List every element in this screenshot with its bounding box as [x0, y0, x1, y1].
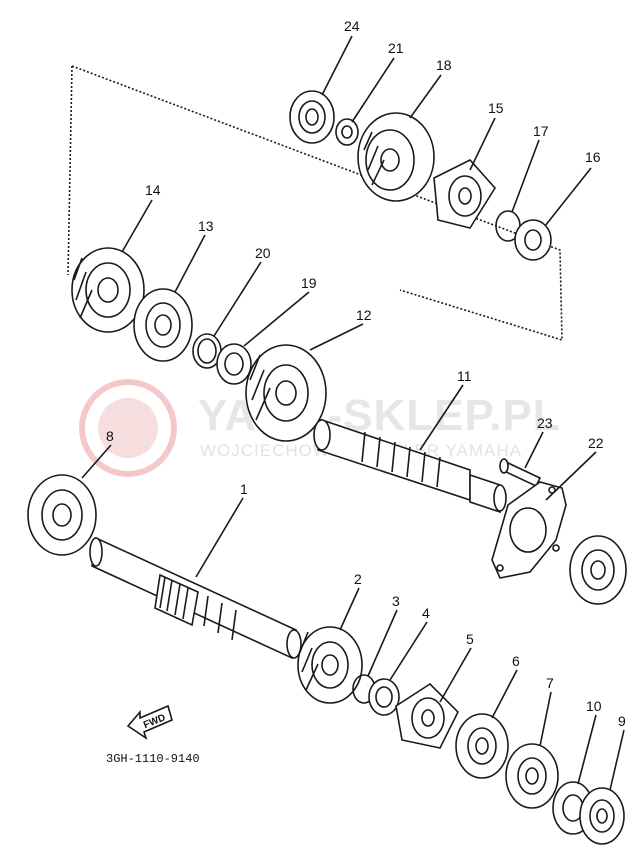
callout-10: 10 [586, 698, 602, 714]
part-code: 3GH-1110-9140 [106, 752, 200, 766]
callout-9: 9 [618, 713, 626, 729]
callout-3: 3 [392, 593, 400, 609]
callout-1: 1 [240, 481, 248, 497]
callout-17: 17 [533, 123, 549, 139]
callout-11: 11 [457, 368, 472, 384]
callout-22: 22 [588, 435, 604, 451]
callout-19: 19 [301, 275, 317, 291]
part-8-bearing [27, 474, 97, 556]
part-24-bearing [289, 90, 335, 144]
part-bearing-right [569, 535, 627, 605]
part-21-washer [335, 118, 359, 146]
part-15-gear [433, 159, 496, 229]
part-7-gear [505, 743, 559, 809]
callout-21: 21 [388, 40, 404, 56]
callout-7: 7 [546, 675, 554, 691]
part-22-plate [491, 481, 567, 579]
callout-14: 14 [145, 182, 161, 198]
part-1-main-shaft [89, 536, 302, 660]
part-13-gear [133, 288, 193, 362]
part-12-gear [245, 344, 327, 442]
callout-labels: 24 21 18 15 17 16 14 13 20 19 12 11 23 2… [106, 18, 626, 729]
callout-16: 16 [585, 149, 601, 165]
callout-24: 24 [344, 18, 360, 34]
callout-8: 8 [106, 428, 114, 444]
callout-23: 23 [537, 415, 553, 431]
callout-13: 13 [198, 218, 214, 234]
part-11-shaft [313, 418, 507, 514]
part-6-gear [455, 713, 509, 779]
fwd-arrow: FWD [126, 704, 173, 740]
part-18-gear [357, 112, 435, 202]
callout-15: 15 [488, 100, 504, 116]
callout-18: 18 [436, 57, 452, 73]
part-2-gear [297, 626, 363, 704]
callout-4: 4 [422, 605, 430, 621]
callout-12: 12 [356, 307, 372, 323]
part-5-gear [395, 682, 459, 749]
callout-2: 2 [354, 571, 362, 587]
part-16-washer [514, 219, 552, 261]
group-outline [67, 65, 563, 342]
part-23-pin [499, 458, 542, 488]
callout-20: 20 [255, 245, 271, 261]
callout-5: 5 [466, 631, 474, 647]
part-19-washer [216, 343, 252, 385]
callout-6: 6 [512, 653, 520, 669]
leader-lines [81, 35, 625, 791]
part-9-bearing [579, 787, 625, 845]
part-14-gear [71, 247, 145, 333]
part-4-washer [368, 678, 400, 716]
